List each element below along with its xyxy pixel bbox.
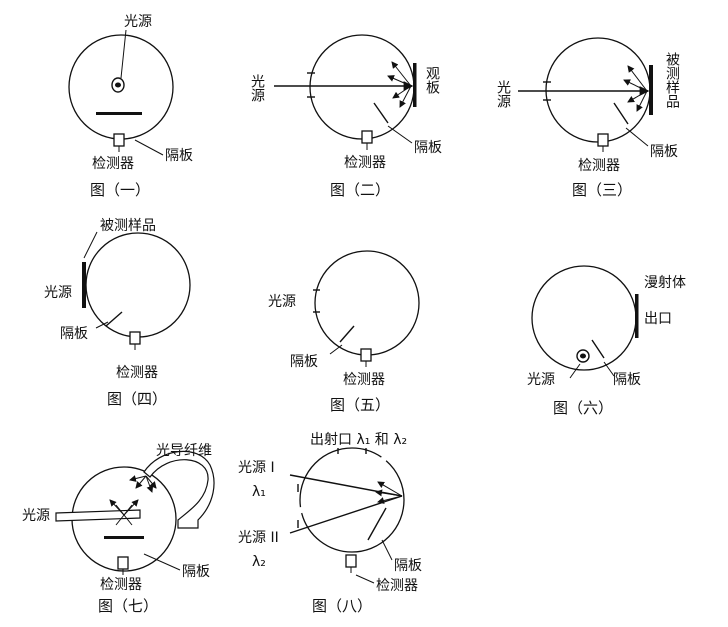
outlet-label: 出射口 λ₁ 和 λ₂ [310, 432, 407, 448]
caption: 图（六） [553, 399, 613, 417]
light-source-icon [111, 77, 125, 93]
light-source-label: 光源 [495, 80, 511, 108]
detector-label: 检测器 [100, 577, 142, 593]
baffle [367, 507, 387, 541]
baffle-label: 隔板 [613, 372, 641, 388]
figure-1: 光源 隔板 检测器 图（一） [68, 14, 193, 199]
caption: 图（七） [98, 597, 158, 615]
caption: 图（一） [90, 181, 150, 199]
source1-label: 光源 I [238, 460, 275, 476]
detector-label: 检测器 [578, 158, 620, 174]
detector-icon [361, 130, 373, 150]
sphere [85, 232, 191, 338]
figure-7: 光导纤维 光源 隔板 检测器 图（七） [22, 443, 215, 615]
sphere [299, 447, 405, 553]
source2-label: 光源 II [238, 530, 279, 546]
lambda1-label: λ₁ [252, 484, 266, 500]
baffle [339, 325, 355, 343]
caption: 图（二） [330, 181, 390, 199]
figure-4: 被测样品 光源 隔板 检测器 图（四） [44, 218, 191, 408]
sample [82, 262, 86, 308]
figure-8: 出射口 λ₁ 和 λ₂ 光源 I λ₁ 光源 II λ₂ 隔板 检测器 图（八） [238, 432, 422, 615]
baffle-label: 隔板 [290, 354, 318, 370]
detector-label: 检测器 [92, 156, 134, 172]
caption: 图（三） [572, 181, 632, 199]
baffle-label: 隔板 [650, 144, 678, 160]
light-source-label: 光源 [124, 14, 152, 30]
figure-5: 光源 隔板 检测器 图（五） [268, 250, 420, 414]
figure-3: 光源 被测样品 隔板 检测器 图（三） [495, 37, 680, 199]
light-source-label: 光源 [44, 285, 72, 301]
baffle [373, 102, 389, 124]
mirror-label: 观板 [424, 66, 440, 94]
detector-icon [597, 133, 609, 152]
light-source-icon [576, 349, 590, 363]
detector-icon [360, 348, 372, 367]
outlet-label: 出口 [644, 311, 672, 327]
detector-label: 检测器 [116, 365, 158, 381]
mirror-plate [413, 63, 417, 107]
detector-label: 检测器 [376, 578, 418, 594]
baffle [104, 536, 144, 539]
sphere [314, 250, 420, 356]
sphere [309, 34, 415, 140]
figure-2: 光源 观板 隔板 检测器 图（二） [249, 34, 442, 199]
sample-label: 被测样品 [100, 218, 156, 234]
baffle [613, 102, 629, 125]
caption: 图（四） [107, 390, 167, 408]
diffuser [635, 294, 639, 338]
baffle [591, 339, 605, 359]
detector-label: 检测器 [343, 372, 385, 388]
input-fiber [55, 509, 141, 522]
detector-label: 检测器 [344, 155, 386, 171]
figure-6: 漫射体 出口 光源 隔板 图（六） [527, 265, 686, 417]
sample-label: 被测样品 [664, 52, 680, 108]
detector-icon [117, 556, 129, 575]
light-source-label: 光源 [22, 508, 50, 524]
light-source-label: 光源 [527, 372, 555, 388]
sphere [545, 37, 651, 143]
baffle-label: 隔板 [60, 326, 88, 342]
detector-icon [129, 331, 141, 350]
beam-1 [289, 474, 403, 497]
fiber-label: 光导纤维 [156, 443, 212, 459]
detector-icon [345, 554, 357, 573]
caption: 图（五） [330, 396, 390, 414]
caption: 图（八） [312, 597, 372, 615]
baffle [105, 311, 123, 327]
sample [649, 65, 653, 115]
sphere [68, 34, 174, 140]
baffle-label: 隔板 [182, 564, 210, 580]
detector-icon [113, 133, 125, 152]
baffle-label: 隔板 [394, 558, 422, 574]
baffle-label: 隔板 [414, 140, 442, 156]
light-source-label: 光源 [268, 294, 296, 310]
diffuser-label: 漫射体 [644, 275, 686, 291]
lambda2-label: λ₂ [252, 554, 266, 570]
baffle [96, 112, 142, 115]
light-guide-fiber [143, 450, 215, 529]
light-source-label: 光源 [249, 74, 265, 102]
beam-2 [289, 495, 403, 534]
baffle-label: 隔板 [165, 148, 193, 164]
